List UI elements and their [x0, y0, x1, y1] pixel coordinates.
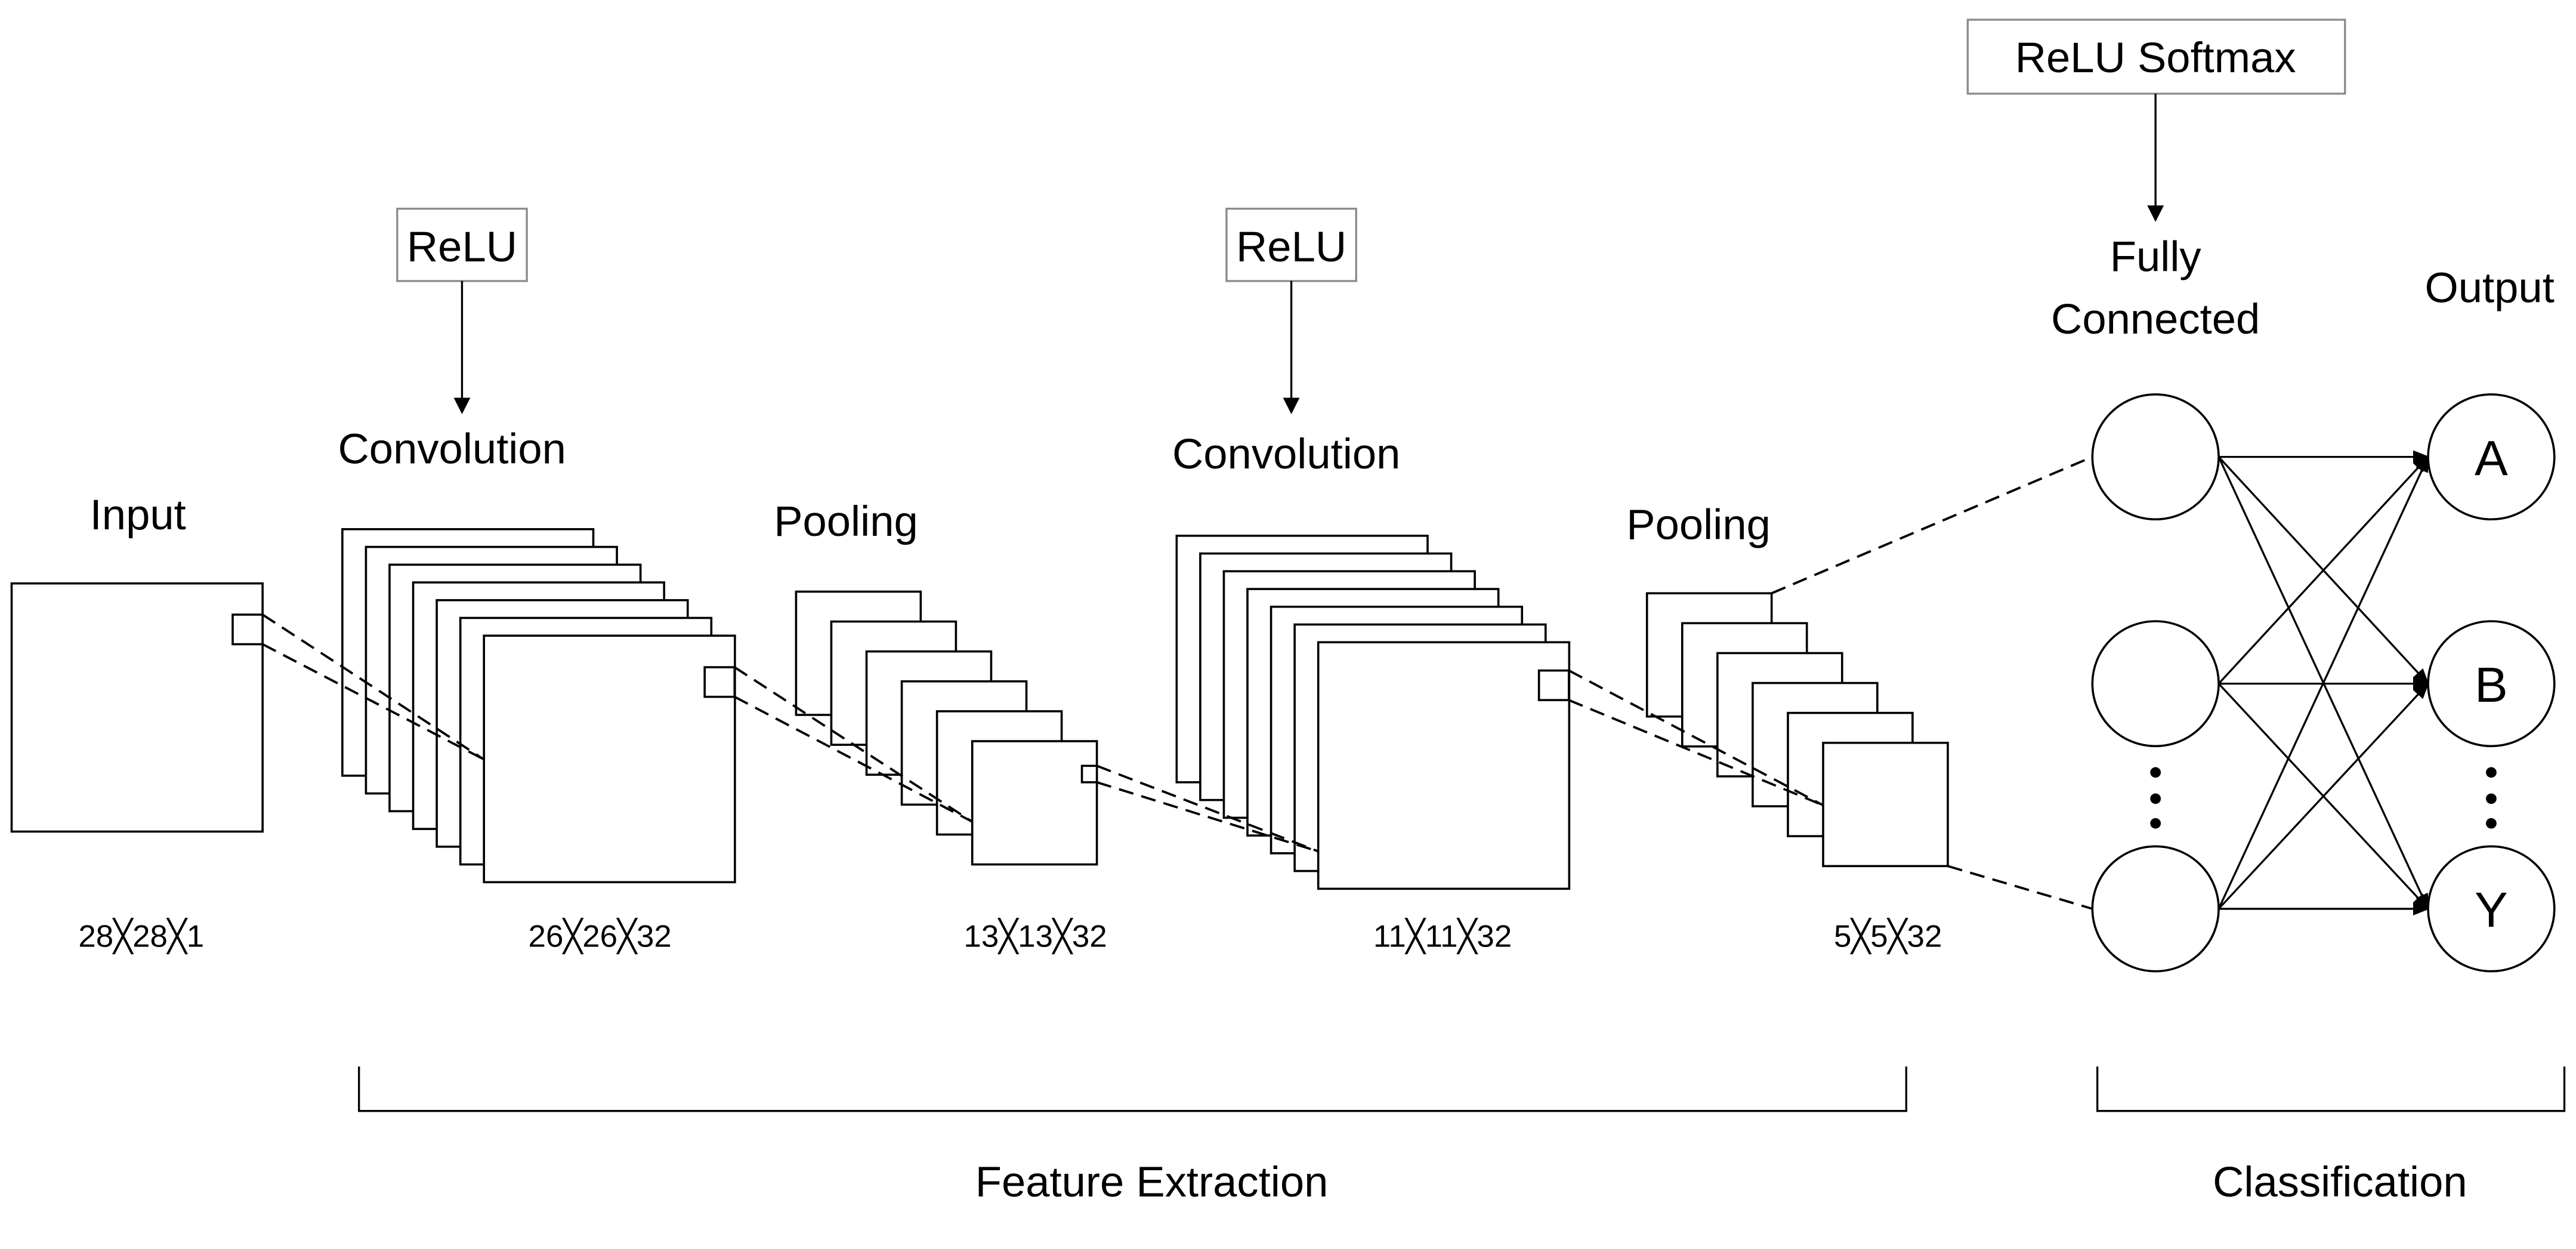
stack-conv2	[1175, 534, 1571, 890]
relu-box-conv1: ReLU	[396, 208, 528, 282]
dash-line	[1771, 455, 2093, 594]
output-node-a	[2427, 393, 2556, 521]
feature-map-sheet	[483, 634, 736, 884]
bracket-classification	[2096, 1066, 2566, 1112]
stack-conv1	[341, 528, 736, 884]
output-letter-a: A	[2475, 430, 2508, 485]
stack-input	[10, 582, 264, 833]
bracket-feature-extraction	[358, 1066, 1907, 1112]
output-letter-b: B	[2475, 657, 2508, 712]
relu-label-conv2: ReLU	[1236, 223, 1346, 271]
output-label: Output	[2424, 264, 2554, 312]
dims-conv1: 26╳26╳32	[529, 918, 672, 955]
dash-line	[1097, 781, 1318, 853]
dash-line	[1568, 669, 1824, 807]
output-node-y	[2427, 845, 2556, 973]
stage-label-conv1: Convolution	[338, 425, 566, 473]
dims-pool1: 13╳13╳32	[963, 918, 1107, 955]
stage-label-input: Input	[90, 491, 186, 539]
dash-line	[734, 666, 973, 823]
stack-pool2	[1645, 592, 1949, 868]
stage-label-conv2: Convolution	[1172, 430, 1400, 478]
fc-ellipsis	[2150, 767, 2161, 829]
feature-map-sheet	[1822, 741, 1949, 868]
kernel-window	[703, 666, 736, 698]
fc-edge	[2217, 682, 2429, 910]
stage-label-pool1: Pooling	[774, 498, 918, 545]
dash-line	[262, 643, 484, 761]
fc-node	[2091, 393, 2220, 521]
relu-softmax-label: ReLU Softmax	[2015, 35, 2296, 82]
fc-connections	[2217, 450, 2430, 915]
relu-softmax-box: ReLU Softmax	[1966, 18, 2346, 95]
group-label-feature-extraction: Feature Extraction	[975, 1158, 1329, 1206]
dims-input: 28╳28╳1	[78, 918, 204, 955]
output-ellipsis	[2486, 767, 2497, 829]
dash-line	[1947, 865, 2093, 910]
fc-node	[2091, 845, 2220, 973]
fc-edge	[2217, 455, 2429, 684]
output-letter-y: Y	[2475, 883, 2508, 937]
output-node-b	[2427, 620, 2556, 748]
stage-label-pool2: Pooling	[1626, 501, 1771, 549]
relu-label-conv1: ReLU	[407, 223, 517, 271]
fc-label-line2: Connected	[2051, 295, 2260, 343]
dims-pool2: 5╳5╳32	[1834, 918, 1942, 955]
feature-maps	[10, 528, 1949, 890]
feature-map-sheet	[1317, 641, 1571, 890]
fc-edge	[2217, 455, 2429, 909]
kernel-window	[1080, 764, 1098, 784]
input-map	[10, 582, 264, 833]
feature-map-sheet	[971, 740, 1098, 866]
dash-line	[734, 695, 973, 823]
group-label-classification: Classification	[2213, 1158, 2467, 1206]
receptive-field-lines	[262, 455, 2093, 910]
arrowhead-icon	[2147, 205, 2164, 222]
fc-node	[2091, 620, 2220, 748]
arrowhead-icon	[1283, 397, 1300, 414]
relu-box-conv2: ReLU	[1225, 208, 1357, 282]
dash-line	[1096, 764, 1318, 853]
fc-label-line1: Fully	[2110, 233, 2201, 281]
kernel-window	[1537, 669, 1570, 701]
stack-pool1	[795, 590, 1098, 866]
dash-line	[262, 613, 484, 760]
arrowhead-icon	[453, 397, 471, 414]
dims-conv2: 11╳11╳32	[1373, 918, 1512, 955]
kernel-window	[231, 613, 264, 646]
